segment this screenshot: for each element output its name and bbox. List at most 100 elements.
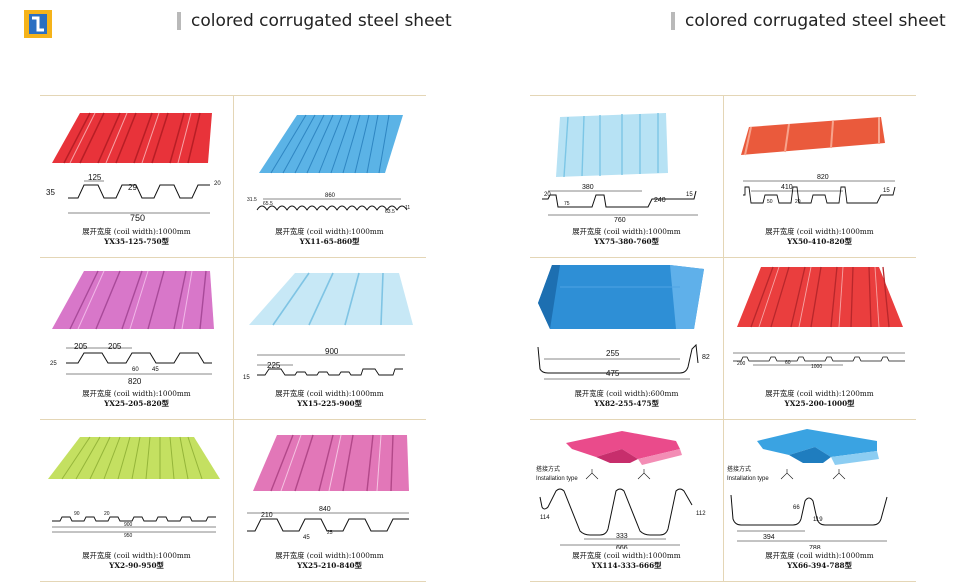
product-card: 900 225 15 展开宽度 (coil width):1000mm YX15…	[233, 257, 426, 419]
coil-width-caption: 展开宽度 (coil width):1200mm	[765, 389, 874, 398]
dimension-labels: 205 205 25 60 45 820	[50, 342, 159, 386]
dim-label: 20	[104, 511, 110, 517]
sheet-illustration	[48, 436, 220, 533]
dimension-labels: 200 60 1000	[737, 360, 822, 370]
profile-drawing	[730, 494, 888, 526]
model-number: YX25-200-1000型	[784, 399, 855, 408]
coil-width-caption: 展开宽度 (coil width):600mm	[574, 389, 679, 398]
dim-label: 82	[702, 354, 710, 361]
section-header-left: colored corrugated steel sheet	[177, 8, 452, 34]
dim-label: 380	[582, 184, 594, 191]
sheet-body	[52, 271, 214, 329]
grid-divider	[233, 95, 234, 582]
coil-width-caption: 展开宽度 (coil width):1000mm	[275, 389, 384, 398]
dim-label: 114	[540, 515, 550, 521]
sheet-illustration	[537, 265, 704, 380]
dim-label: 50	[767, 199, 773, 205]
dim-label: 20	[214, 181, 221, 187]
dim-label: 205	[74, 342, 88, 351]
model-number: YX82-255-475型	[594, 399, 659, 408]
sheet-body	[249, 273, 413, 325]
model-number: YX25-205-820型	[104, 399, 169, 408]
dim-label: 860	[325, 193, 336, 199]
sheet-body	[52, 113, 212, 163]
dim-label: 900	[325, 347, 339, 356]
dimension-labels: 820 410 15 50 20	[767, 174, 890, 205]
dim-label: 45	[303, 535, 310, 541]
dimension-labels: 840 210 45 25	[261, 506, 333, 541]
header-accent-bar	[671, 12, 675, 30]
model-number: YX25-210-840型	[297, 561, 362, 570]
install-type-label: Installation type	[536, 476, 578, 482]
product-card: 840 210 45 25 展开宽度 (coil width):1000mm Y…	[233, 419, 426, 581]
dim-label: 255	[606, 349, 620, 358]
section-header-right: colored corrugated steel sheet	[671, 8, 946, 34]
dimension-labels: 搭接方式 Installation type 114 333 666 112	[536, 465, 706, 549]
product-card: 820 410 15 50 20 展开宽度 (coil width):1000m…	[723, 95, 916, 257]
dim-label: 900	[124, 522, 133, 528]
sheet-illustration	[741, 117, 896, 204]
dim-label: 475	[606, 369, 620, 378]
sheet-illustration	[730, 429, 888, 542]
dimension-labels: 31.5 65.5 860 63.5 11	[247, 193, 410, 215]
dimension-labels: 255 475 82	[606, 349, 710, 378]
sheet-illustration	[542, 113, 698, 216]
sheet-body	[48, 437, 220, 479]
product-card: 31.5 65.5 860 63.5 11 展开宽度 (coil width):…	[233, 95, 426, 257]
dim-label: 63.5	[385, 209, 395, 215]
sheet-illustration	[539, 431, 693, 546]
profile-drawing	[733, 356, 905, 362]
dimension-labels: 380 20 15 75 240 760	[544, 184, 693, 224]
coil-width-caption: 展开宽度 (coil width):1000mm	[82, 227, 191, 236]
coil-width-caption: 展开宽度 (coil width):1000mm	[275, 227, 384, 236]
sheet-body	[538, 265, 704, 329]
dim-label: 31.5	[247, 197, 257, 203]
dim-label: 840	[319, 506, 331, 513]
dim-label: 20	[795, 199, 801, 205]
dim-label: 240	[654, 197, 666, 204]
profile-drawing	[256, 205, 408, 211]
dim-label: 820	[128, 377, 142, 386]
profile-drawing	[743, 186, 896, 204]
model-number: YX75-380-760型	[594, 237, 659, 246]
product-card: 35 125 29 750 20 展开宽度 (coil width):1000m…	[40, 95, 233, 257]
profile-drawing	[539, 488, 693, 536]
dim-label: 666	[616, 545, 628, 549]
dimension-labels: 35 125 29 750 20	[46, 173, 221, 223]
dimension-labels: 搭接方式 Installation type 66 394 119 788	[727, 465, 823, 549]
sheet-illustration	[249, 272, 413, 376]
profile-drawing	[257, 368, 403, 376]
sheet-illustration	[256, 114, 408, 211]
model-number: YX15-225-900型	[297, 399, 362, 408]
dim-label: 66	[793, 505, 800, 511]
product-card: 205 205 25 60 45 820 展开宽度 (coil width):1…	[40, 257, 233, 419]
coil-width-caption: 展开宽度 (coil width):1000mm	[82, 389, 191, 398]
dim-label: 90	[74, 511, 80, 517]
model-number: YX35-125-750型	[104, 237, 169, 246]
model-number: YX114-333-666型	[591, 561, 662, 570]
dim-label: 15	[883, 188, 890, 194]
dim-label: 820	[817, 174, 829, 181]
coil-width-caption: 展开宽度 (coil width):1000mm	[82, 551, 191, 560]
dim-label: 200	[737, 361, 746, 367]
dim-label: 119	[813, 517, 823, 523]
model-number: YX66-394-788型	[787, 561, 852, 570]
dim-label: 75	[564, 201, 570, 207]
dim-label: 125	[88, 173, 102, 182]
product-card: 搭接方式 Installation type 114 333 666 112 展…	[530, 419, 723, 581]
dim-label: 112	[696, 511, 706, 517]
dim-label: 394	[763, 534, 775, 541]
profile-drawing	[68, 184, 210, 199]
sheet-body	[566, 431, 680, 459]
coil-width-caption: 展开宽度 (coil width):1000mm	[275, 551, 384, 560]
header-accent-bar	[177, 12, 181, 30]
section-title-left: colored corrugated steel sheet	[191, 11, 452, 31]
product-card: 90 20 900 950 展开宽度 (coil width):1000mm Y…	[40, 419, 233, 581]
sheet-illustration	[52, 112, 212, 214]
dim-label: 15	[243, 375, 250, 381]
dim-label: 225	[267, 361, 281, 370]
dim-label: 60	[132, 367, 139, 373]
dim-label: 15	[686, 192, 693, 198]
product-card: 200 60 1000 展开宽度 (coil width):1200mm YX2…	[723, 257, 916, 419]
section-title-right: colored corrugated steel sheet	[685, 11, 946, 31]
